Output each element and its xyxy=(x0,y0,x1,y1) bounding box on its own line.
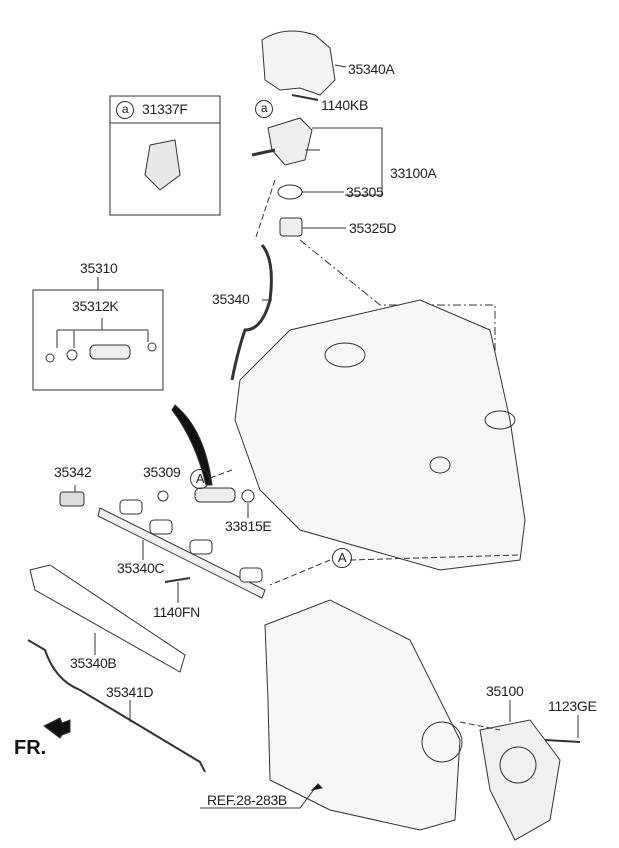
intake-manifold xyxy=(264,599,461,831)
sensor-35342 xyxy=(59,491,85,507)
part-label-35340: 35340 xyxy=(212,291,250,307)
part-label-35341d: 35341D xyxy=(106,684,154,700)
part-label-35312k: 35312K xyxy=(72,298,119,314)
dashed-guide xyxy=(459,721,501,731)
head-port xyxy=(429,456,451,474)
head-port xyxy=(484,410,516,430)
callout-a-badge: a xyxy=(116,101,134,119)
callout-a-marker: a xyxy=(255,100,273,118)
part-label-1123ge: 1123GE xyxy=(548,698,597,714)
seal-ring xyxy=(45,353,55,363)
front-arrow-icon xyxy=(43,717,71,739)
part-label-35340b: 35340B xyxy=(70,655,117,671)
part-label-1140kb: 1140KB xyxy=(321,97,368,113)
part-label-33815e: 33815E xyxy=(225,518,272,534)
fuel-pipe-35340 xyxy=(230,244,273,381)
front-direction-label: FR. xyxy=(14,737,47,759)
tappet-35325d xyxy=(279,217,303,237)
manifold-port xyxy=(421,721,463,763)
reference-leader xyxy=(200,783,319,809)
head-port xyxy=(324,342,366,368)
pump-cover xyxy=(261,30,336,96)
bolt-1123ge xyxy=(544,739,581,743)
box-35310 xyxy=(32,289,164,391)
bolt-1140kb xyxy=(291,94,319,101)
rail-cup xyxy=(239,567,263,583)
box-31337f xyxy=(109,95,221,216)
dashed-guide xyxy=(254,179,276,241)
rail-cup xyxy=(119,499,143,515)
wiring-harness-35341d xyxy=(27,639,206,773)
seal-ring xyxy=(147,342,157,352)
part-label-1140fn: 1140FN xyxy=(153,604,200,620)
clip-35309 xyxy=(157,490,169,502)
dashed-guide xyxy=(349,554,521,561)
oring-35305 xyxy=(277,184,303,200)
part-label-35340a: 35340A xyxy=(348,61,395,77)
part-label-35305: 35305 xyxy=(346,184,384,200)
leader-line xyxy=(334,64,347,68)
injector-35312k xyxy=(89,344,131,360)
leader-bracket-33100a xyxy=(312,127,383,196)
seal-33815e xyxy=(241,489,255,503)
seal-ring xyxy=(66,349,78,361)
fuel-rail xyxy=(97,507,266,599)
rail-cup xyxy=(189,539,213,555)
pump-pipe-stub xyxy=(251,148,276,157)
part-label-35325d: 35325D xyxy=(349,220,397,236)
rail-cover-35340b xyxy=(29,564,186,673)
part-label-35342: 35342 xyxy=(54,464,92,480)
part-label-35100: 35100 xyxy=(486,683,524,699)
reference-arrow-icon xyxy=(310,783,324,791)
connector-31337f xyxy=(144,139,181,191)
part-label-35309: 35309 xyxy=(143,464,181,480)
reference-label: REF.28-283B xyxy=(207,792,287,808)
dashed-guide xyxy=(299,239,496,395)
ref-a-marker-lower: A xyxy=(332,548,352,568)
fuel-pump xyxy=(267,117,313,166)
rail-cup xyxy=(149,519,173,535)
bolt-1140fn xyxy=(164,577,191,583)
throttle-body-35100 xyxy=(479,719,561,841)
part-label-35310: 35310 xyxy=(80,260,118,276)
part-label-33100a: 33100A xyxy=(390,165,437,181)
dashed-guide xyxy=(209,469,233,479)
injector xyxy=(194,487,236,503)
ref-a-marker-upper: A xyxy=(190,469,210,489)
part-label-31337f: 31337F xyxy=(142,101,188,117)
throttle-bore xyxy=(499,746,537,784)
part-label-35340c: 35340C xyxy=(117,560,165,576)
dashed-guide xyxy=(269,559,331,586)
cylinder-head xyxy=(234,299,526,571)
leader-tree-35312k xyxy=(56,318,149,348)
